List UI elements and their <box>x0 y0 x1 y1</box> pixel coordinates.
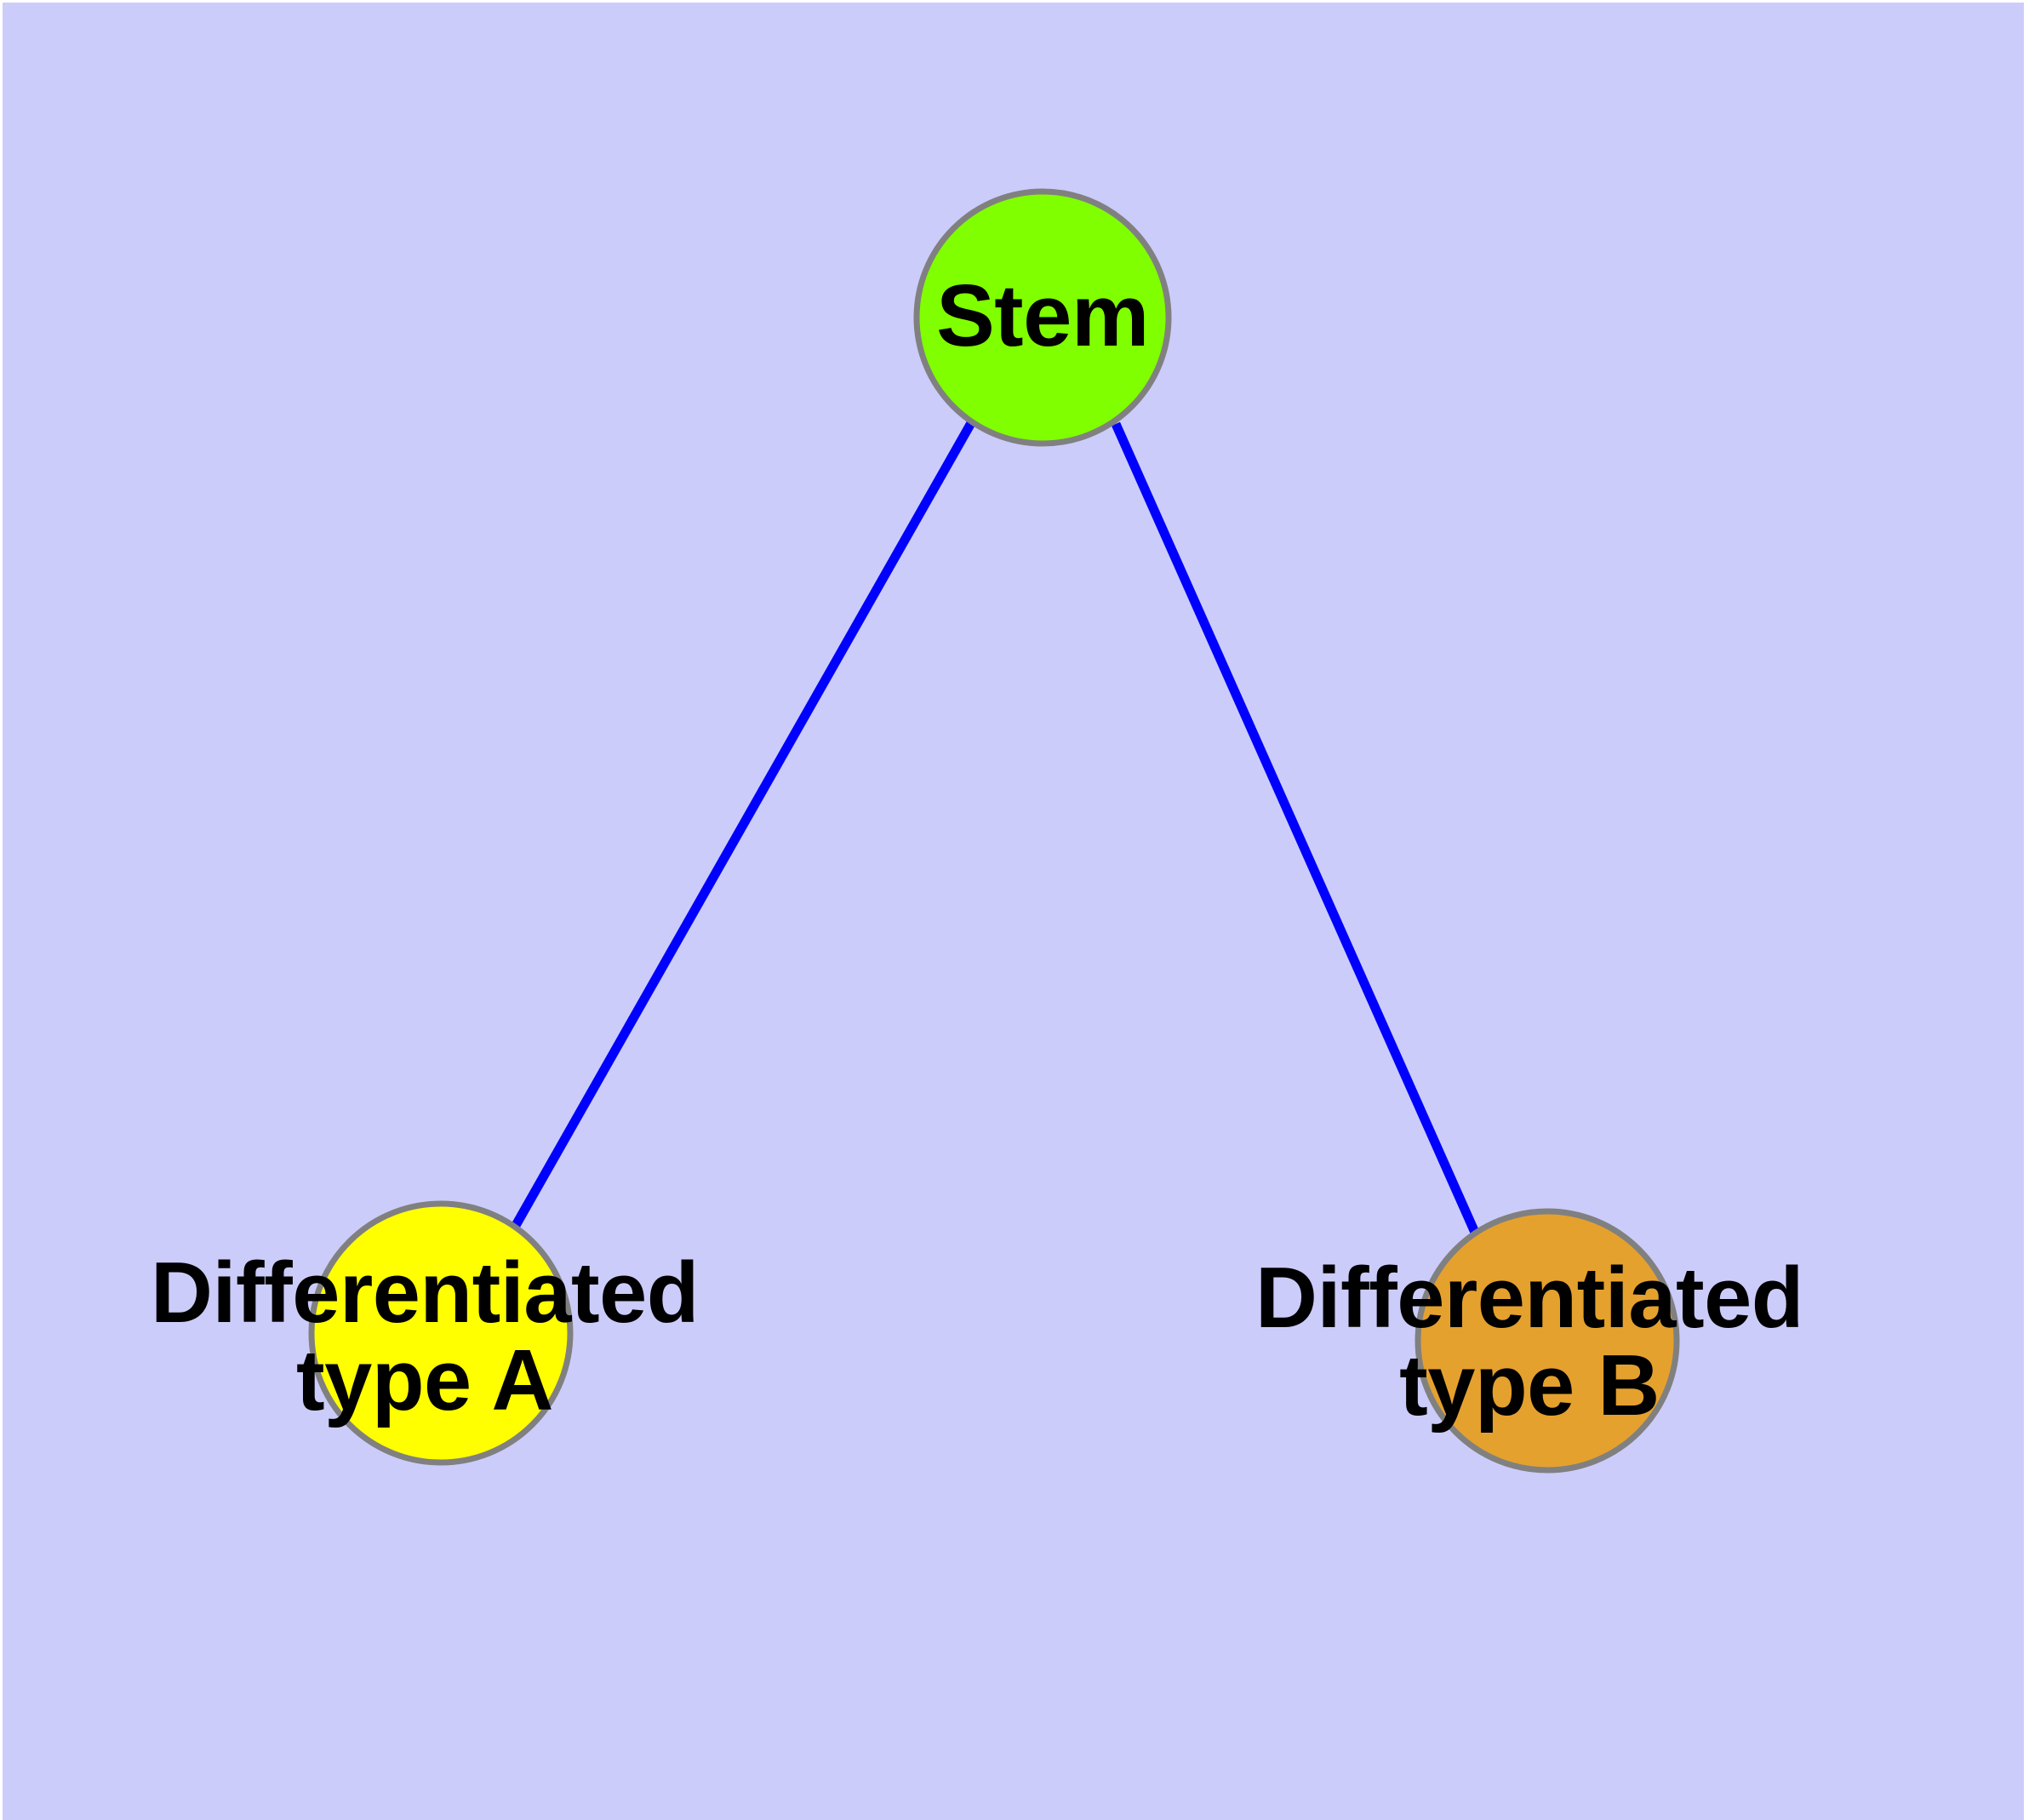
node-layer <box>308 188 1680 1474</box>
edge-stem-to-differentiated-type-a <box>510 421 975 1231</box>
edge-stem-to-differentiated-type-b <box>1111 421 1481 1237</box>
node-circle-diff-a[interactable] <box>308 1200 574 1466</box>
node-circle-diff-b[interactable] <box>1415 1208 1680 1474</box>
node-circle-stem[interactable] <box>913 188 1172 447</box>
edge-layer <box>510 421 1481 1237</box>
